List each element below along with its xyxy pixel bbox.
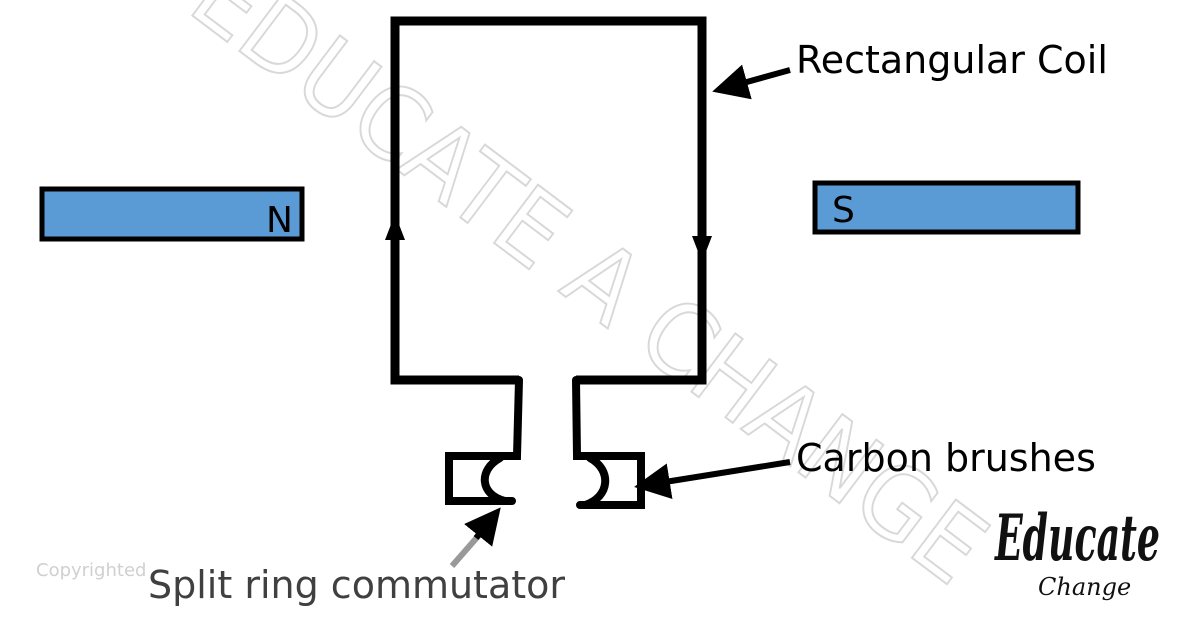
brushes-pointer-arrow [634, 459, 791, 500]
current-arrow-down-icon [692, 236, 712, 262]
commutator-arrowhead [464, 507, 501, 547]
copyright-text: Copyrighted [36, 560, 146, 581]
educate-a-change-logo: Educate Change [994, 501, 1160, 601]
commutator-pointer-arrow [449, 532, 483, 568]
north-pole-label: N [266, 200, 293, 241]
south-magnet: S [812, 180, 1081, 235]
split-ring-commutator-label: Split ring commutator [148, 563, 565, 607]
north-magnet: N [39, 186, 305, 242]
watermark: EDUCATE A CHANGE [171, 0, 1008, 607]
south-pole-label: S [832, 190, 855, 231]
current-arrow-up-icon [385, 214, 405, 240]
carbon-brushes-label: Carbon brushes [796, 436, 1096, 480]
rectangular-coil [390, 16, 707, 385]
rectangular-coil-label: Rectangular Coil [796, 38, 1108, 82]
logo-line2: Change [1038, 573, 1131, 601]
split-ring-commutator [445, 376, 645, 509]
logo-line1: Educate [994, 501, 1160, 576]
coil-pointer-arrow [712, 64, 791, 100]
